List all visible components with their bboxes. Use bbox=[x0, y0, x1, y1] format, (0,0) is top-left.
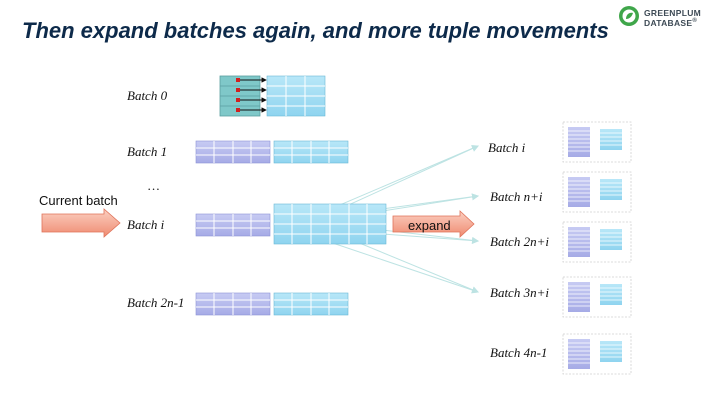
expand-arrow bbox=[392, 210, 475, 238]
label-ellipsis: … bbox=[148, 178, 160, 193]
label-right-batch-2n-plus-i: Batch 2n+i bbox=[490, 234, 549, 249]
greenplum-logo-icon bbox=[619, 6, 639, 26]
right-batch-box-2n-plus-i bbox=[562, 221, 632, 263]
current-batch-arrow bbox=[41, 208, 121, 238]
label-expand: expand bbox=[408, 218, 451, 233]
greenplum-logo: GREENPLUM DATABASE® bbox=[618, 5, 718, 31]
right-batch-box-n-plus-i bbox=[562, 171, 632, 213]
right-batch-box-i bbox=[562, 121, 632, 163]
batch-1-block bbox=[195, 140, 349, 164]
logo-text-line1: GREENPLUM bbox=[644, 8, 702, 18]
label-batch-i: Batch i bbox=[127, 217, 165, 232]
batch-2n-1-block bbox=[195, 292, 349, 316]
label-current-batch: Current batch bbox=[39, 193, 118, 208]
label-right-batch-4n-1: Batch 4n-1 bbox=[490, 345, 548, 360]
right-batch-box-4n-minus-1 bbox=[562, 333, 632, 375]
right-batch-box-3n-plus-i bbox=[562, 276, 632, 318]
label-batch-1: Batch 1 bbox=[127, 144, 168, 159]
right-batch-boxes bbox=[562, 121, 632, 375]
logo-text-line2: DATABASE® bbox=[644, 18, 698, 28]
label-right-batch-n-plus-i: Batch n+i bbox=[490, 189, 543, 204]
label-right-batch-i: Batch i bbox=[488, 140, 526, 155]
label-batch-2n-1: Batch 2n-1 bbox=[127, 295, 185, 310]
batch-0-block bbox=[219, 75, 326, 117]
label-right-batch-3n-plus-i: Batch 3n+i bbox=[490, 285, 549, 300]
batch-i-block bbox=[195, 203, 387, 245]
slide-title: Then expand batches again, and more tupl… bbox=[22, 18, 609, 43]
label-batch-0: Batch 0 bbox=[127, 88, 168, 103]
